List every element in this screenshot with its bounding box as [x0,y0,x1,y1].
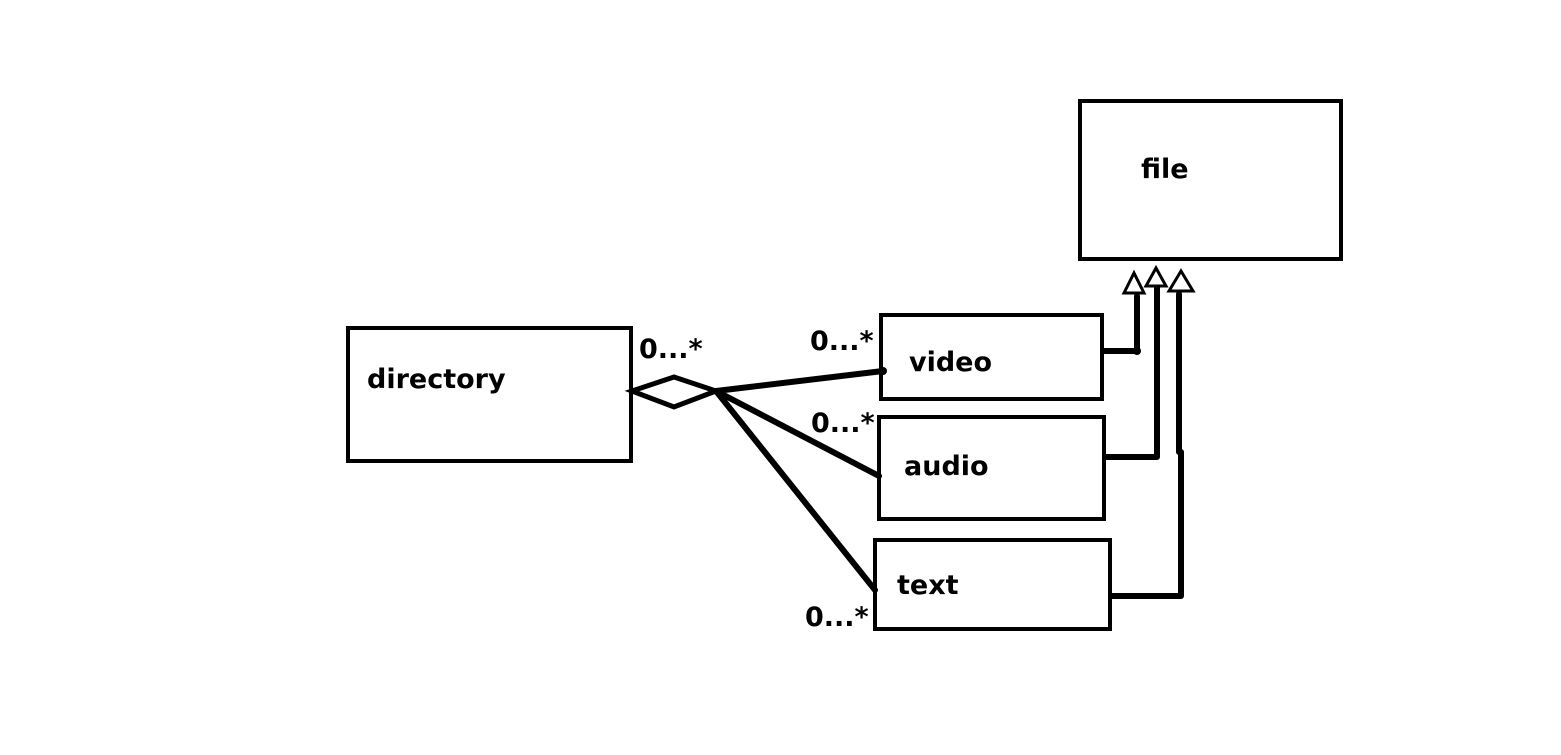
inheritance-arrowhead-audio [1143,264,1169,288]
aggregation-edge-audio [713,388,882,479]
generalization-edge-video [1101,293,1140,354]
class-video-label: video [909,347,992,378]
class-text-box [873,538,1112,631]
aggregation-diamond [624,374,724,410]
class-directory-box [346,326,633,463]
aggregation-edge-text [713,388,878,593]
class-file: file [1078,99,1343,261]
generalization-arrowheads [1121,264,1196,295]
class-audio: audio [877,415,1106,521]
inheritance-arrowhead-video [1121,269,1147,295]
multiplicity-audio: 0...* [811,408,875,439]
class-file-box [1078,99,1343,261]
class-text: text [873,538,1112,631]
class-video: video [879,313,1104,401]
class-directory: directory [346,326,633,463]
generalization-edge-audio [1103,284,1160,460]
generalization-edge-video-joint [1133,347,1141,355]
aggregation-edge-video [713,368,886,394]
aggregation-edges [713,367,887,593]
class-directory-label: directory [367,364,506,395]
generalization-edge-text [1109,291,1184,599]
class-file-label: file [1141,154,1189,185]
multiplicity-video: 0...* [810,326,874,357]
aggregation-edge-video-end-dot [879,367,887,375]
class-audio-box [877,415,1106,521]
multiplicity-text: 0...* [805,602,869,633]
generalization-edges [1101,284,1184,599]
class-video-box [879,313,1104,401]
class-audio-label: audio [904,451,989,482]
multiplicity-directory: 0...* [639,334,703,365]
inheritance-arrowhead-text [1166,268,1196,293]
class-text-label: text [897,570,959,601]
multiplicity-labels: 0...* 0...* 0...* 0...* [639,326,875,633]
